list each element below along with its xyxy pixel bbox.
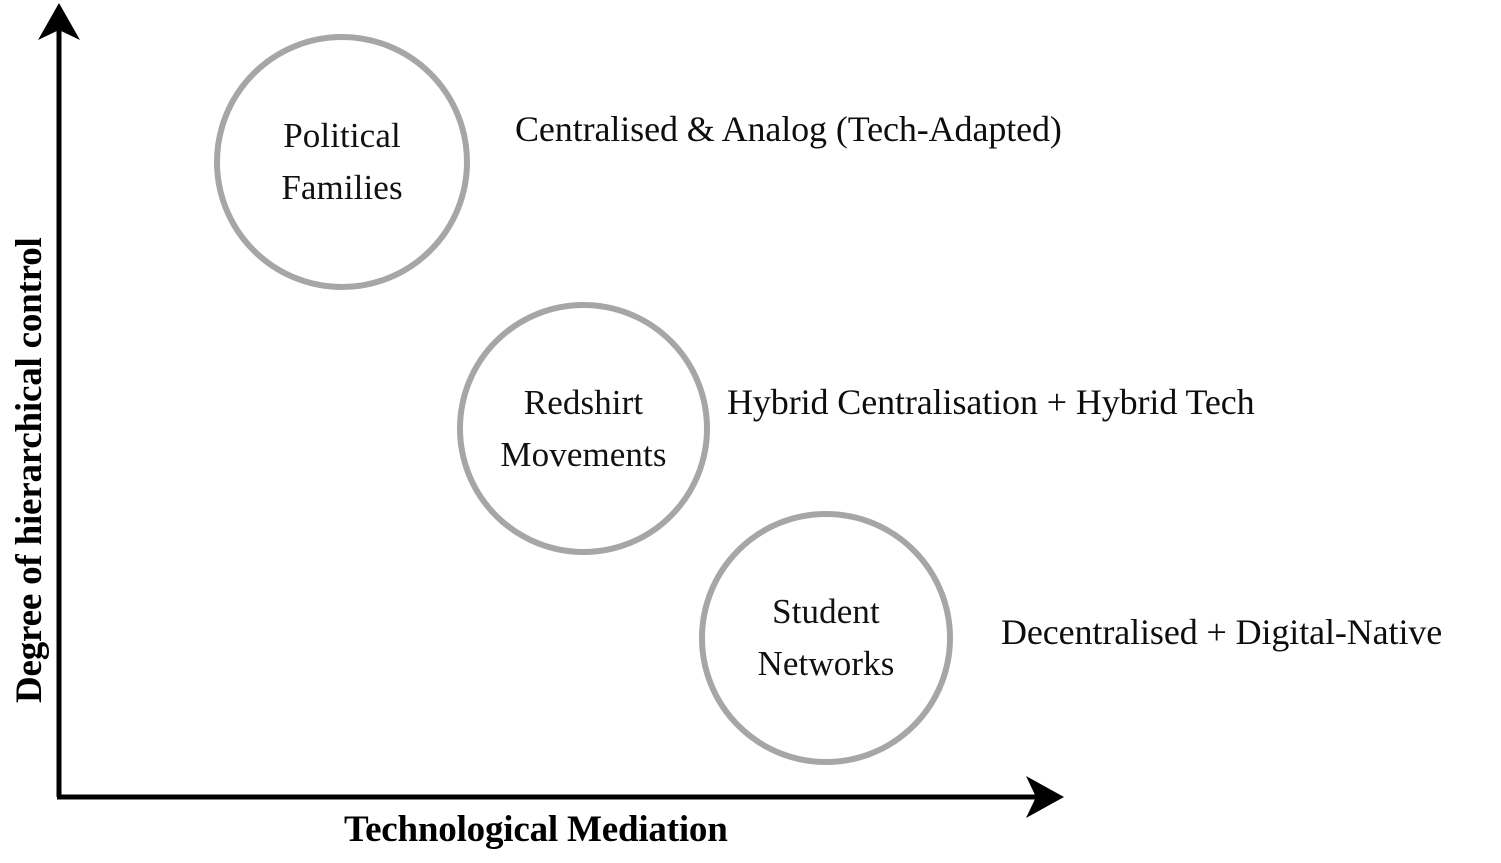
y-axis-label: Degree of hierarchical control [9,237,50,703]
bubble-label-line-2: Networks [757,644,895,683]
bubble-redshirt-movements[interactable]: Redshirt Movements [457,302,710,555]
bubble-student-networks[interactable]: Student Networks [699,511,953,765]
annotation-political-families: Centralised & Analog (Tech-Adapted) [515,109,1062,149]
annotation-student-networks: Decentralised + Digital-Native [1001,612,1443,652]
bubble-label-line-1: Redshirt [523,382,644,422]
bubble-label-line-1: Political [283,116,401,155]
arrow-right-icon [1026,776,1064,818]
x-axis-label: Technological Mediation [344,809,728,850]
arrow-up-icon [38,3,80,40]
bubble-label-line-1: Student [772,592,880,631]
bubble-label-line-2: Families [281,168,403,207]
bubble-political-families[interactable]: Political Families [214,34,470,290]
annotation-redshirt-movements: Hybrid Centralisation + Hybrid Tech [727,382,1255,422]
bubble-label-line-2: Movements [500,434,667,474]
